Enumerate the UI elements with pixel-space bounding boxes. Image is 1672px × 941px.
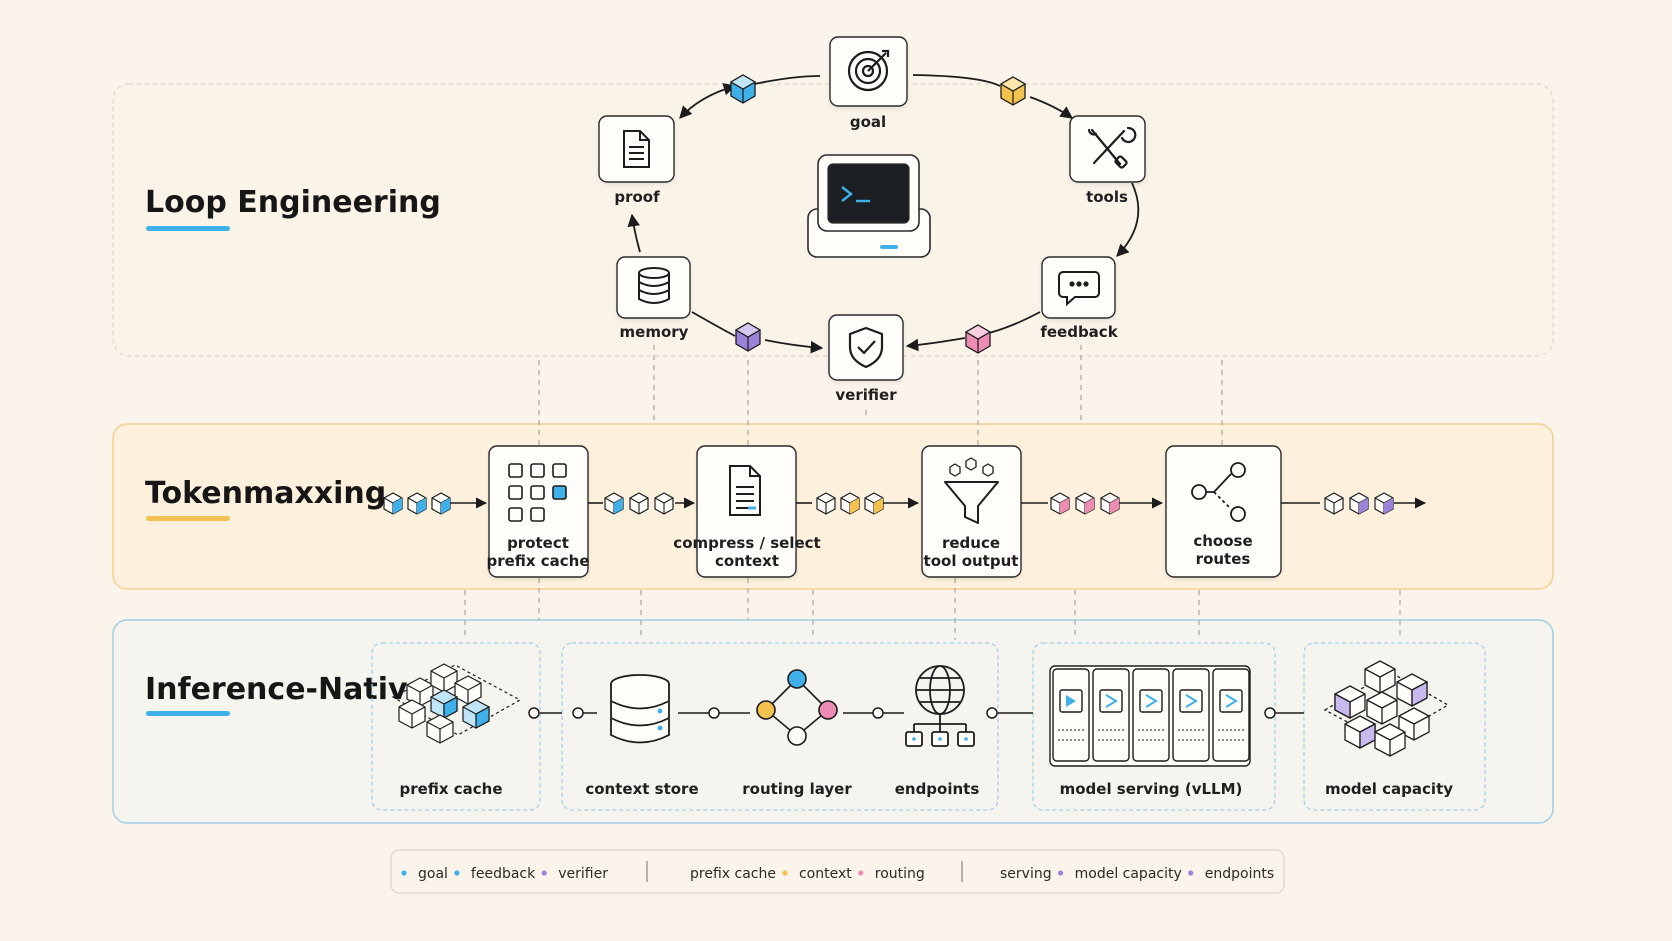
legend-dot	[454, 870, 460, 876]
database-icon	[638, 267, 670, 304]
document-icon	[623, 130, 650, 168]
token-label-reduce-2: tool output	[924, 552, 1019, 570]
token-cubes-out	[1324, 492, 1394, 515]
tools-icon	[1087, 126, 1137, 169]
infer-subpanels	[371, 642, 1486, 811]
loop-cube-yellow	[999, 76, 1027, 106]
token-label-reduce-1: reduce	[942, 534, 1000, 552]
loop-node-goal: goal	[829, 36, 908, 131]
underline-token	[146, 516, 230, 521]
funnel-icon	[944, 457, 999, 524]
loop-label-memory: memory	[620, 323, 689, 341]
legend-item-label: serving	[1000, 866, 1052, 882]
section-title-token: Tokenmaxxing	[145, 476, 386, 511]
loop-node-proof: proof	[598, 115, 675, 206]
legend-dot	[1188, 870, 1194, 876]
legend-dot	[541, 870, 547, 876]
infer-node-context-store: context store	[585, 674, 699, 798]
loop-label-feedback: feedback	[1040, 323, 1118, 341]
vertical-connectors	[464, 345, 1401, 640]
loop-node-feedback: feedback	[1040, 256, 1119, 341]
legend-item-label: endpoints	[1205, 866, 1274, 882]
infer-connectors	[528, 707, 1304, 719]
loop-label-verifier: verifier	[835, 386, 897, 404]
legend-item-label: prefix cache	[690, 866, 776, 882]
token-label-protect-1: protect	[507, 534, 569, 552]
legend-dot	[782, 870, 788, 876]
legend-item-label: verifier	[558, 866, 608, 882]
infer-node-model-serving: model serving (vLLM)	[1049, 665, 1251, 798]
grid-icon	[508, 463, 567, 522]
share-icon	[1191, 462, 1246, 522]
legend-item-label: model capacity	[1075, 866, 1182, 882]
token-cubes-2	[816, 492, 884, 515]
legend-dot	[401, 870, 407, 876]
legend-item-label: context	[799, 866, 852, 882]
token-node-reduce: reduce tool output	[921, 445, 1022, 578]
token-node-protect: protect prefix cache	[486, 445, 590, 578]
infer-label-model-capacity: model capacity	[1325, 780, 1453, 798]
loop-label-goal: goal	[850, 113, 886, 131]
section-title-loop: Loop Engineering	[145, 185, 441, 220]
chat-bubble-icon	[1058, 271, 1100, 307]
token-node-choose: choose routes	[1165, 445, 1282, 578]
loop-arrows	[627, 74, 1140, 354]
token-label-compress-1: compress / select	[673, 534, 820, 552]
underline-infer	[146, 711, 230, 716]
section-title-infer: Inference-Native	[145, 672, 428, 707]
loop-node-memory: memory	[616, 256, 691, 341]
infer-label-endpoints: endpoints	[895, 780, 980, 798]
infer-label-routing-layer: routing layer	[742, 780, 852, 798]
legend-item-label: goal	[418, 866, 448, 882]
token-label-compress-2: context	[715, 552, 779, 570]
database-icon	[610, 674, 670, 744]
terminal-computer-icon	[807, 154, 931, 258]
token-label-choose-1: choose	[1193, 532, 1252, 550]
loop-node-verifier: verifier	[828, 314, 904, 404]
infer-label-prefix-cache: prefix cache	[399, 780, 502, 798]
legend-item-label: feedback	[471, 866, 536, 882]
loop-label-proof: proof	[614, 188, 660, 206]
loop-node-tools: tools	[1069, 115, 1146, 206]
infer-node-model-capacity: model capacity	[1323, 660, 1453, 798]
infer-node-routing-layer: routing layer	[742, 669, 852, 798]
loop-cube-pink	[964, 324, 992, 354]
cube-cluster-icon	[1323, 660, 1450, 757]
underline-loop	[146, 226, 230, 231]
loop-cube-blue	[729, 74, 757, 104]
target-icon	[847, 49, 890, 92]
loop-label-tools: tools	[1086, 188, 1128, 206]
infer-label-context-store: context store	[585, 780, 698, 798]
token-cubes-1	[604, 492, 674, 515]
server-rack-icon	[1049, 665, 1251, 767]
infer-node-prefix-cache: prefix cache	[391, 663, 522, 798]
token-node-compress: compress / select context	[673, 445, 821, 578]
globe-icon	[905, 665, 975, 747]
legend-dot	[858, 870, 864, 876]
token-label-protect-2: prefix cache	[486, 552, 589, 570]
legend-item-label: routing	[875, 866, 925, 882]
token-label-choose-2: routes	[1196, 550, 1251, 568]
token-cubes-in	[383, 492, 451, 515]
cube-grid-icon	[391, 663, 522, 744]
legend-dot	[1058, 870, 1064, 876]
document-icon	[729, 465, 761, 516]
infer-label-model-serving: model serving (vLLM)	[1060, 780, 1243, 798]
legend: goal feedback verifier prefix cache context r…	[390, 849, 1285, 894]
loop-cube-purple	[734, 322, 762, 352]
shield-check-icon	[848, 326, 884, 369]
routing-icon	[756, 669, 838, 746]
token-cubes-3	[1050, 492, 1120, 515]
infer-node-endpoints: endpoints	[895, 665, 980, 798]
